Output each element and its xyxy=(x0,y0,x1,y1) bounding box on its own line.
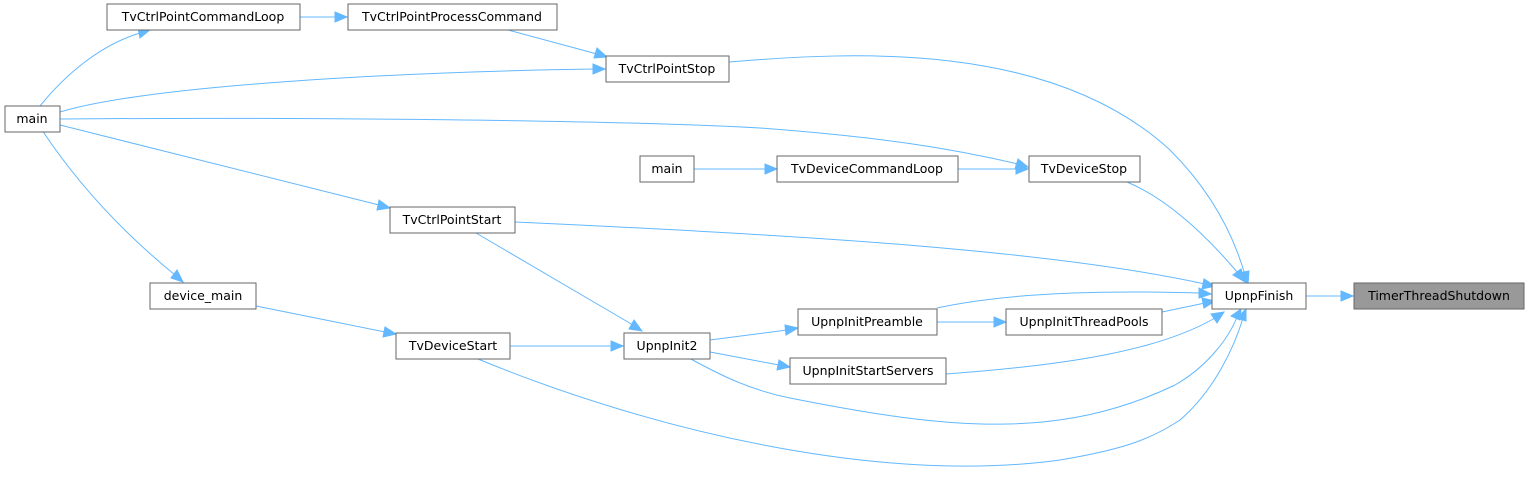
edge-tvdevicecommandloop-to-tvdevicestop xyxy=(958,163,1030,175)
node-label: device_main xyxy=(164,288,243,303)
edge-tvdevicestart-to-upnpfinish xyxy=(477,307,1247,467)
node-upnpinitpreamble[interactable]: UpnpInitPreamble xyxy=(797,308,938,336)
node-upnpinit2[interactable]: UpnpInit2 xyxy=(623,332,711,360)
edge-main-to-tvdevicecommandloop xyxy=(694,163,779,175)
node-tvdevicestart[interactable]: TvDeviceStart xyxy=(395,332,511,360)
edge-tvdevicestop-to-upnpfinish xyxy=(1126,181,1246,284)
edge-tvctrlpointcommandloop-to-tvctrlpointprocesscommand xyxy=(300,11,349,23)
node-upnpinitstartservers[interactable]: UpnpInitStartServers xyxy=(789,357,947,385)
node-tvctrlpointprocesscommand[interactable]: TvCtrlPointProcessCommand xyxy=(347,3,558,31)
edge-upnpinitpreamble-to-upnpinitthreadpools xyxy=(937,316,1008,328)
function-nodes: TimerThreadShutdown UpnpFinish TvCtrlPoi… xyxy=(4,3,1525,385)
node-label: UpnpFinish xyxy=(1225,288,1294,303)
node-main-mid[interactable]: main xyxy=(639,155,695,183)
node-label: UpnpInitPreamble xyxy=(811,314,923,329)
call-edges xyxy=(39,11,1355,467)
node-label: main xyxy=(16,111,47,126)
edge-devicemain-to-tvdevicestart xyxy=(255,305,398,338)
node-tvctrlpointcommandloop[interactable]: TvCtrlPointCommandLoop xyxy=(106,3,301,31)
edge-upnpinitstartservers-to-upnpfinish xyxy=(945,311,1226,375)
node-tvctrlpointstart[interactable]: TvCtrlPointStart xyxy=(389,206,516,234)
edge-upnpinitpreamble-to-upnpfinish xyxy=(936,287,1213,309)
edge-upnpinitthreadpools-to-upnpfinish xyxy=(1161,297,1217,313)
node-upnpinitthreadpools[interactable]: UpnpInitThreadPools xyxy=(1005,308,1163,336)
node-label: TvCtrlPointProcessCommand xyxy=(361,9,542,24)
node-label: UpnpInitStartServers xyxy=(803,363,934,378)
node-tvdevicestop[interactable]: TvDeviceStop xyxy=(1028,155,1141,183)
node-label: TvDeviceCommandLoop xyxy=(790,161,943,176)
node-label: TvDeviceStart xyxy=(408,338,497,353)
node-label: TvCtrlPointCommandLoop xyxy=(121,9,285,24)
edge-main-to-tvctrlpointstart xyxy=(59,124,392,211)
node-label: UpnpInit2 xyxy=(637,338,698,353)
edge-main-to-tvctrlpointcommandloop xyxy=(39,27,153,107)
edge-upnpinit2-to-upnpinitstartservers xyxy=(709,351,792,371)
edge-upnpinit2-to-upnpinitpreamble xyxy=(709,324,800,341)
node-devicemain[interactable]: device_main xyxy=(149,282,257,310)
edge-main-to-devicemain xyxy=(41,129,184,283)
edge-main-to-tvctrlpointstop xyxy=(59,63,607,113)
node-timerthreadshutdown[interactable]: TimerThreadShutdown xyxy=(1353,282,1525,310)
edge-tvctrlpointstart-to-upnpinit2 xyxy=(475,232,644,332)
node-label: TvDeviceStop xyxy=(1040,161,1127,176)
edge-tvctrlpointstart-to-upnpfinish xyxy=(514,221,1217,290)
edge-tvdevicestart-to-upnpinit2 xyxy=(510,340,625,352)
node-tvctrlpointstop[interactable]: TvCtrlPointStop xyxy=(605,55,730,83)
node-upnpfinish[interactable]: UpnpFinish xyxy=(1211,282,1307,310)
node-label: main xyxy=(651,161,682,176)
edge-tvctrlpointprocesscommand-to-tvctrlpointstop xyxy=(507,29,609,59)
node-label: UpnpInitThreadPools xyxy=(1019,314,1148,329)
node-label: TvCtrlPointStop xyxy=(618,61,716,76)
node-tvdevicecommandloop[interactable]: TvDeviceCommandLoop xyxy=(776,155,959,183)
node-main-left[interactable]: main xyxy=(4,105,61,133)
edge-upnpfinish-to-timerthreadshutdown xyxy=(1306,290,1355,302)
node-label: TvCtrlPointStart xyxy=(402,212,502,227)
node-label: TimerThreadShutdown xyxy=(1367,288,1510,303)
